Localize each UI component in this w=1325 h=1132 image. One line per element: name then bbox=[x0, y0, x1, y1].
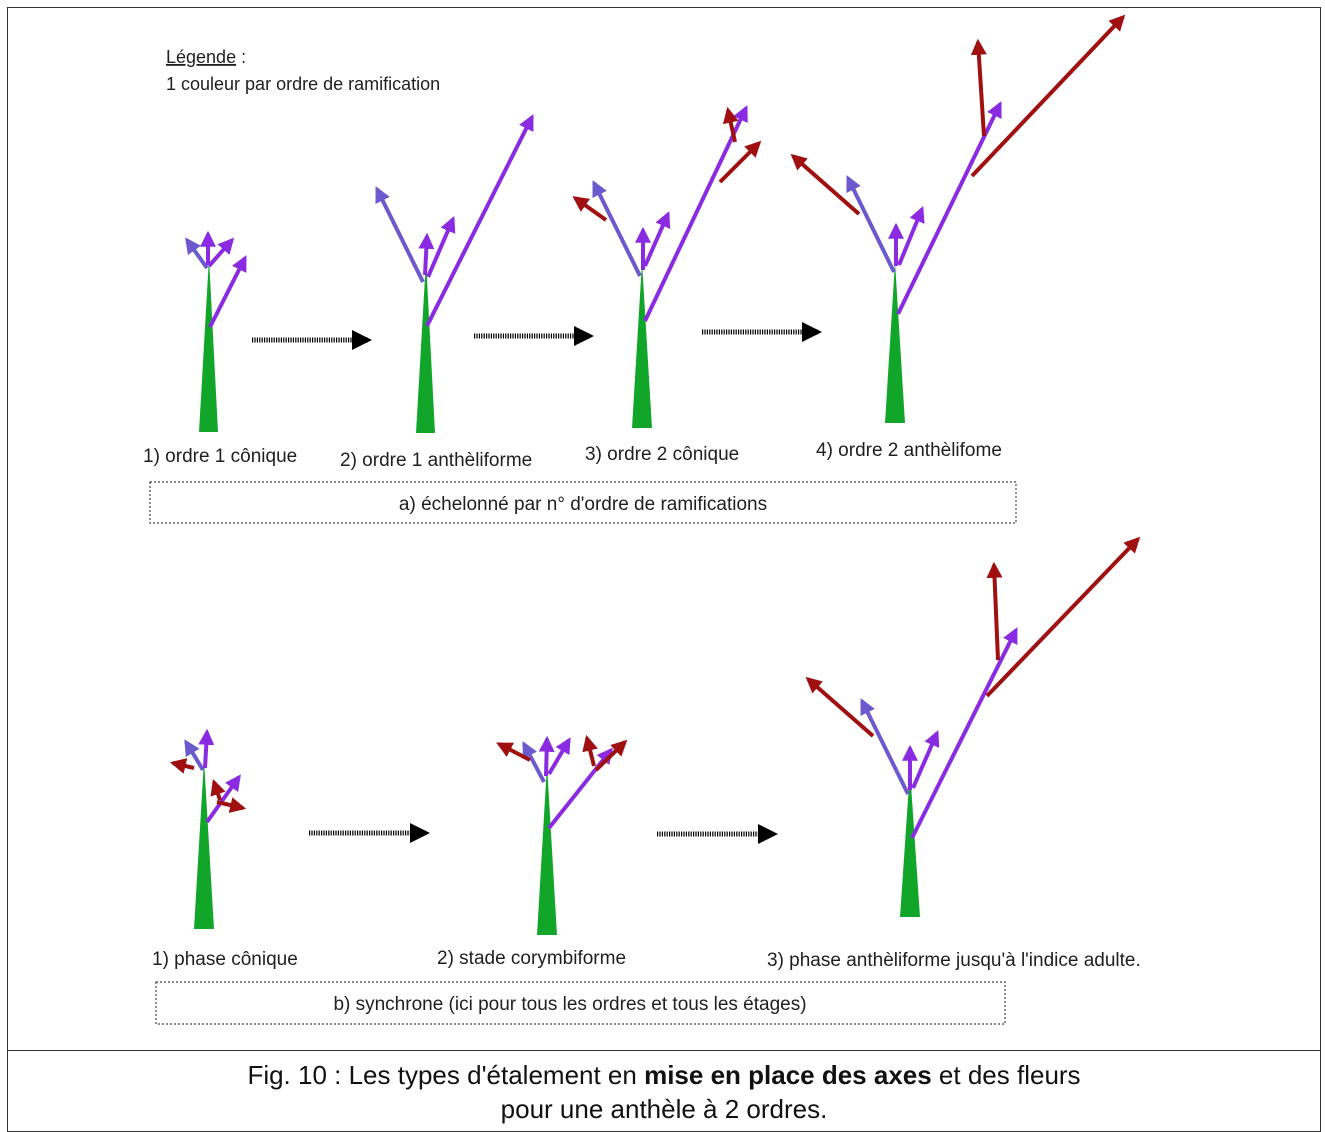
diagram-canvas: Légende : 1 couleur par ordre de ramific… bbox=[143, 14, 1141, 1025]
caption-a: a) échelonné par n° d'ordre de ramificat… bbox=[399, 494, 767, 515]
legend-title: Légende bbox=[166, 47, 236, 67]
trunk bbox=[194, 760, 214, 929]
trunk bbox=[537, 765, 557, 935]
axis-red bbox=[572, 196, 608, 222]
trunk bbox=[632, 262, 652, 428]
axis-red bbox=[496, 742, 531, 762]
step-label-b2: 2) stade corymbiforme bbox=[437, 948, 626, 969]
axis-red bbox=[216, 797, 247, 813]
axis-red bbox=[582, 734, 598, 767]
axis-violet bbox=[911, 730, 940, 789]
figure-caption-prefix: Fig. 10 : Les types d'étalement en bbox=[247, 1060, 645, 1090]
axis-blue bbox=[860, 698, 910, 795]
figure-caption-line2: pour une anthèle à 2 ordres. bbox=[500, 1094, 828, 1124]
axis-violet bbox=[643, 105, 748, 322]
caption-b: b) synchrone (ici pour tous les ordres e… bbox=[333, 994, 806, 1015]
axis-violet bbox=[426, 216, 456, 278]
legend-text: 1 couleur par ordre de ramification bbox=[166, 74, 440, 94]
axis-violet bbox=[896, 101, 1002, 315]
plant-b1 bbox=[169, 728, 247, 929]
plant-a2 bbox=[375, 114, 534, 433]
section-a: 1) ordre 1 cônique 2) ordre 1 anthèlifor… bbox=[143, 14, 1126, 524]
trunk bbox=[416, 260, 435, 433]
axis-red bbox=[970, 38, 987, 137]
step-label-b3: 3) phase anthèliforme jusqu'à l'indice a… bbox=[767, 950, 1141, 971]
trunk bbox=[900, 770, 920, 917]
figure-caption-bold: mise en place des axes bbox=[644, 1060, 932, 1090]
plant-b3 bbox=[805, 536, 1141, 917]
axis-red bbox=[210, 778, 226, 801]
legend-separator: : bbox=[236, 47, 246, 67]
axis-red bbox=[718, 140, 762, 184]
axis-violet bbox=[198, 728, 215, 769]
axis-red bbox=[985, 536, 1141, 698]
axis-violet bbox=[205, 774, 241, 824]
axis-red bbox=[169, 758, 195, 774]
caption-divider bbox=[7, 1050, 1321, 1051]
plant-b2 bbox=[496, 734, 628, 935]
plant-a1 bbox=[185, 230, 247, 432]
step-label-a2: 2) ordre 1 anthèliforme bbox=[340, 450, 532, 471]
legend: Légende : 1 couleur par ordre de ramific… bbox=[166, 47, 440, 94]
axis-red bbox=[722, 106, 739, 143]
step-label-b1: 1) phase cônique bbox=[152, 949, 298, 970]
axis-red bbox=[986, 561, 1003, 661]
figure-caption-line1: Fig. 10 : Les types d'étalement en mise … bbox=[7, 1058, 1321, 1092]
axis-red bbox=[805, 676, 875, 738]
step-label-a1: 1) ordre 1 cônique bbox=[143, 446, 297, 467]
axis-blue bbox=[375, 186, 425, 283]
axis-violet bbox=[538, 735, 555, 777]
trunk bbox=[199, 258, 218, 432]
axis-blue bbox=[592, 180, 642, 277]
plant-a4 bbox=[790, 14, 1126, 423]
step-label-a3: 3) ordre 2 cônique bbox=[585, 444, 739, 465]
axis-red bbox=[790, 153, 861, 216]
svg-text:Légende :: Légende : bbox=[166, 47, 246, 67]
step-label-a4: 4) ordre 2 anthèlifome bbox=[816, 440, 1002, 461]
plant-a3 bbox=[572, 105, 762, 428]
axis-red bbox=[970, 14, 1126, 178]
axis-blue bbox=[522, 741, 546, 783]
figure-caption-suffix: et des fleurs bbox=[931, 1060, 1081, 1090]
axis-violet bbox=[208, 255, 247, 328]
axis-blue bbox=[185, 237, 209, 270]
axis-violet bbox=[897, 206, 925, 266]
axis-blue bbox=[846, 175, 896, 273]
axis-red bbox=[594, 739, 628, 772]
trunk bbox=[885, 262, 905, 423]
axis-violet bbox=[425, 114, 534, 327]
figure-caption: Fig. 10 : Les types d'étalement en mise … bbox=[7, 1058, 1321, 1126]
axis-violet bbox=[643, 211, 671, 267]
caption-box-b bbox=[155, 981, 1006, 1025]
axis-violet bbox=[207, 237, 235, 268]
axis-violet bbox=[547, 737, 571, 776]
section-b: 1) phase cônique 2) stade corymbiforme 3… bbox=[152, 536, 1141, 1025]
axis-violet bbox=[910, 627, 1018, 839]
axis-violet bbox=[418, 232, 435, 276]
axis-blue bbox=[184, 739, 205, 772]
caption-box-a bbox=[149, 481, 1017, 524]
